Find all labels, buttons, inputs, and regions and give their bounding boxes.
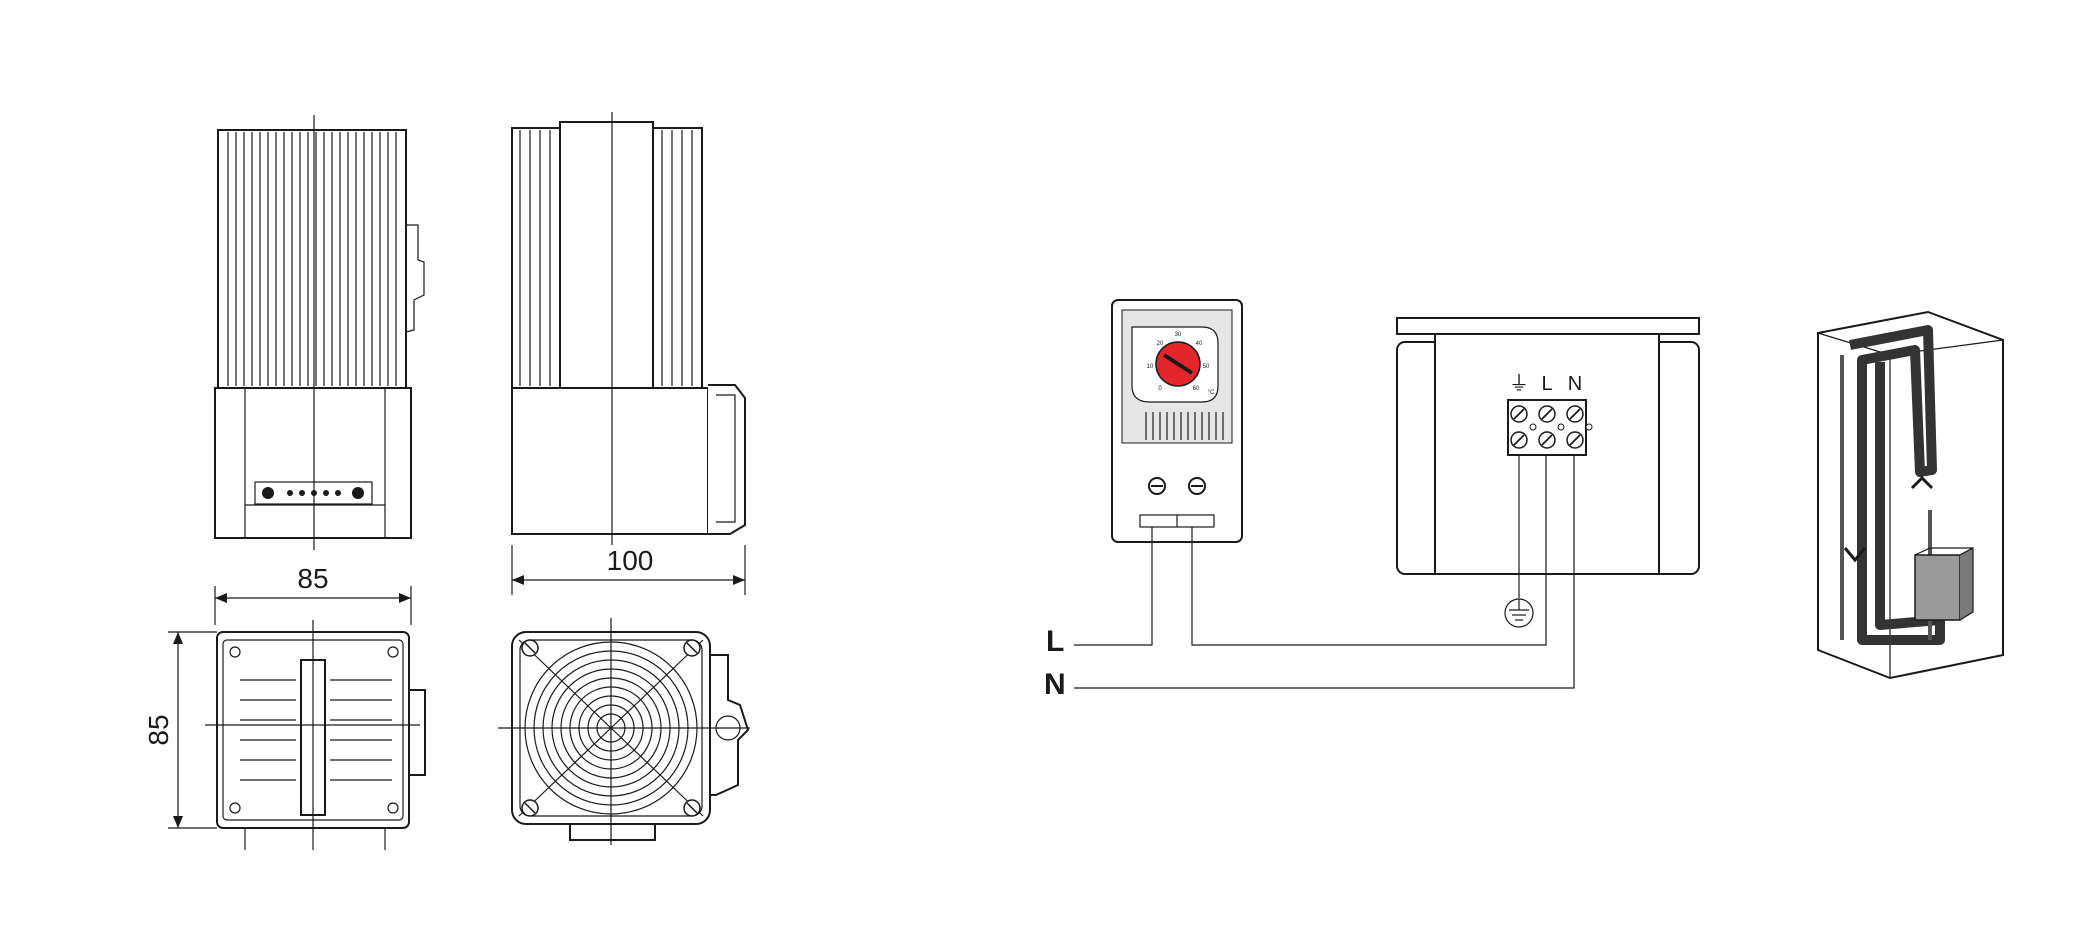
terminal-label-line: L: [1541, 373, 1552, 395]
wiring-lines: [1074, 455, 1575, 689]
svg-text:20: 20: [1157, 341, 1164, 347]
thermostat-scale: 30 20 40 50 60 10 0 °C: [1147, 332, 1215, 396]
dial-knob-slot: [1162, 353, 1194, 375]
terminal-label-earth: ⏚: [1509, 373, 1529, 395]
earth-symbol: [1504, 455, 1534, 628]
dim-side-depth-label: 100: [607, 545, 654, 576]
wire-label-neutral: N: [1044, 668, 1066, 701]
top-view-drawing: [205, 620, 426, 850]
svg-text:40: 40: [1196, 341, 1203, 347]
side-view-drawing: [511, 112, 746, 545]
terminal-label-neutral: N: [1568, 373, 1582, 395]
dimension-front-width: 85: [214, 563, 412, 625]
dimension-top-height: 85: [143, 631, 217, 829]
dimension-side-depth: 100: [511, 545, 746, 595]
thermostat: 30 20 40 50 60 10 0 °C: [1111, 299, 1243, 543]
dim-top-height-label: 85: [143, 714, 174, 745]
svg-text:0: 0: [1158, 386, 1162, 392]
svg-text:10: 10: [1147, 364, 1154, 370]
fan-view-drawing: [498, 618, 750, 845]
airflow-box-illustration: [1817, 310, 2004, 680]
heater-unit: ⏚ L N: [1396, 317, 1700, 575]
svg-text:60: 60: [1193, 386, 1200, 392]
svg-text:°C: °C: [1208, 390, 1215, 396]
front-view-drawing: [214, 115, 425, 550]
dim-front-width-label: 85: [297, 563, 328, 594]
svg-text:30: 30: [1175, 332, 1182, 338]
wire-label-line: L: [1046, 625, 1064, 658]
svg-text:50: 50: [1203, 364, 1210, 370]
terminal-block: [1507, 399, 1593, 456]
